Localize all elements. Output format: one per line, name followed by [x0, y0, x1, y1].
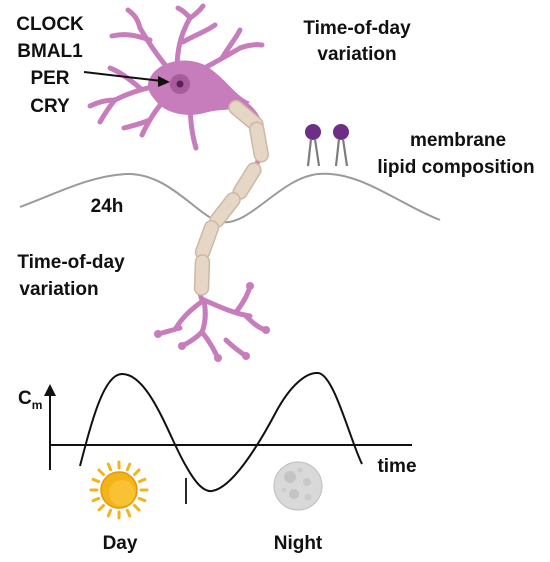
label-per: PER — [30, 68, 69, 89]
membrane-label-line2: lipid composition — [377, 157, 534, 178]
nucleus-arrow — [83, 71, 170, 87]
label-clock: CLOCK — [16, 14, 84, 35]
x-axis-label: time — [377, 456, 416, 477]
period-label: 24h — [91, 196, 124, 217]
day-label: Day — [103, 533, 138, 554]
neuron-icon — [87, 3, 270, 362]
y-axis-label: Cm — [18, 388, 42, 412]
top-right-variation-line2: variation — [317, 44, 396, 65]
left-variation-line2: variation — [19, 279, 98, 300]
night-label: Night — [274, 533, 323, 554]
lipid-molecule-icon — [305, 124, 321, 167]
cm-time-plot: Cm time — [18, 371, 417, 504]
top-right-variation-line1: Time-of-day — [303, 18, 411, 39]
label-cry: CRY — [30, 96, 70, 117]
moon-icon — [273, 461, 323, 511]
membrane-label-line1: membrane — [410, 130, 506, 151]
left-variation-line1: Time-of-day — [17, 252, 125, 273]
lipid-molecule-icon — [333, 124, 349, 167]
cm-oscillation-curve — [79, 371, 363, 493]
label-bmal1: BMAL1 — [17, 41, 83, 62]
y-axis-arrowhead — [44, 384, 56, 396]
sun-icon — [89, 460, 149, 520]
